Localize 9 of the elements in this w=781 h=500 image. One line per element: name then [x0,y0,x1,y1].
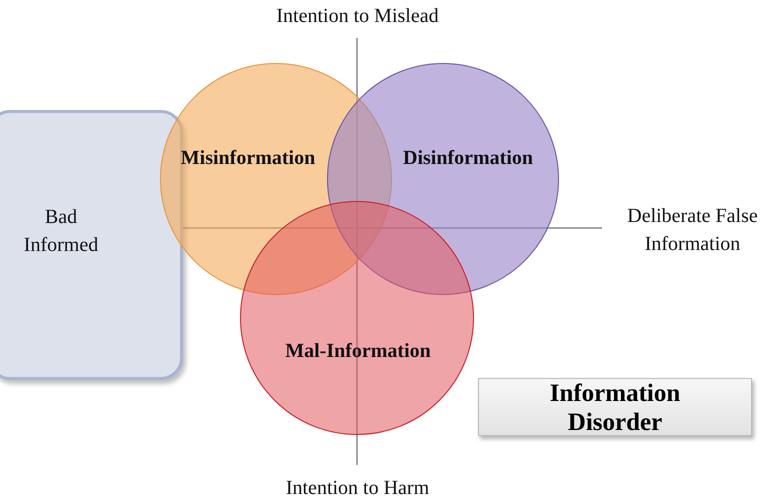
axis-end-label: Bad Informed [22,205,100,258]
axis-label: Deliberate False Information [626,204,759,257]
circle-label: Disinformation [402,146,534,171]
axis-label: Intention to Harm [284,476,430,500]
title-box: Information Disorder [478,378,752,436]
rounded-panel [0,110,183,380]
circle-label: Mal-Information [284,339,432,364]
circle-label: Misinformation [180,146,316,171]
axis-label: Intention to Mislead [275,4,440,29]
